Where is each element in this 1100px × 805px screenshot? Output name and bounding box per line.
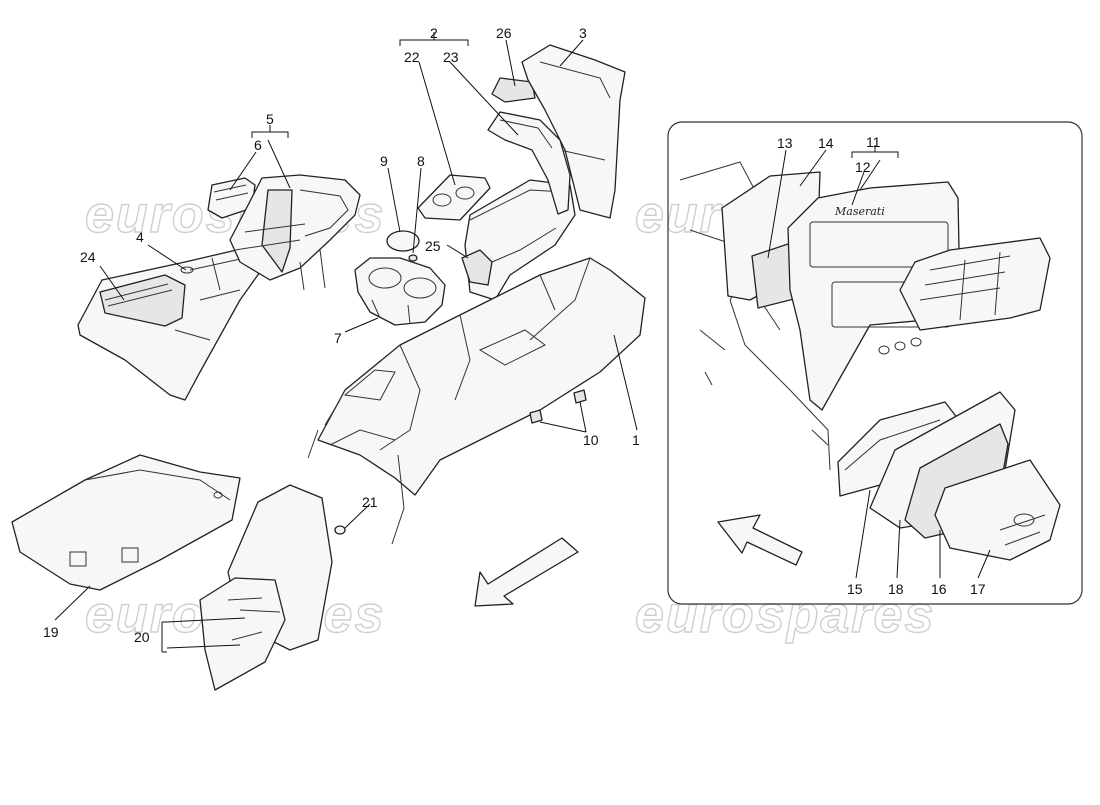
callout-6: 6 xyxy=(254,137,262,153)
callout-20: 20 xyxy=(134,629,150,645)
callout-22: 22 xyxy=(404,49,420,65)
callout-13: 13 xyxy=(777,135,793,151)
callout-23: 23 xyxy=(443,49,459,65)
callout-17: 17 xyxy=(970,581,986,597)
callout-15: 15 xyxy=(847,581,863,597)
callout-14: 14 xyxy=(818,135,834,151)
callout-9: 9 xyxy=(380,153,388,169)
callout-19: 19 xyxy=(43,624,59,640)
callout-11: 11 xyxy=(866,134,881,150)
callout-12: 12 xyxy=(855,159,871,175)
callout-24: 24 xyxy=(80,249,96,265)
part-main-console xyxy=(308,258,645,544)
callout-21: 21 xyxy=(362,494,378,510)
part-pin xyxy=(409,255,417,261)
callout-10: 10 xyxy=(583,432,599,448)
callout-8: 8 xyxy=(417,153,425,169)
direction-arrow-main xyxy=(475,538,578,606)
callout-2: 2 xyxy=(430,25,438,41)
maserati-badge: Maserati xyxy=(834,205,885,218)
callout-18: 18 xyxy=(888,581,904,597)
callout-26: 26 xyxy=(496,25,512,41)
callout-4: 4 xyxy=(136,229,144,245)
part-front-tray-panel xyxy=(78,248,265,400)
callout-1: 1 xyxy=(632,432,640,448)
part-side-carpet xyxy=(12,455,240,590)
callout-3: 3 xyxy=(579,25,587,41)
part-cup-holder xyxy=(355,258,445,325)
callout-25: 25 xyxy=(425,238,441,254)
direction-arrow-inset xyxy=(718,515,802,565)
callout-7: 7 xyxy=(334,330,342,346)
callout-16: 16 xyxy=(931,581,947,597)
callout-5: 5 xyxy=(266,111,274,127)
part-grommet xyxy=(335,526,345,534)
